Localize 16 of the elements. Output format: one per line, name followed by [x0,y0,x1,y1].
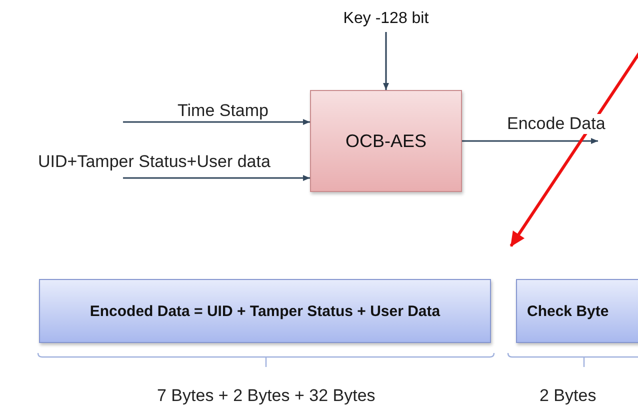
key-text: Key -128 bit [330,6,442,32]
box-label: Encoded Data = UID + Tamper Status + User Data [90,302,440,320]
arrow [383,32,389,90]
size-label: 7 Bytes + 2 Bytes + 32 Bytes [157,386,376,406]
box-label: Check Byte [527,302,609,320]
edge-label: Encode Data [507,114,606,134]
edge-label: UID+Tamper Status+User data [38,152,270,172]
arrow [123,119,310,125]
arrow [123,175,310,181]
arrow [462,138,598,144]
edge-label: Time Stamp [178,101,269,121]
process-box [310,90,462,192]
box-label: OCB-AES [345,130,427,152]
size-label: 2 Bytes [540,386,596,406]
data-field-box [39,279,491,343]
data-field-box [516,279,638,343]
